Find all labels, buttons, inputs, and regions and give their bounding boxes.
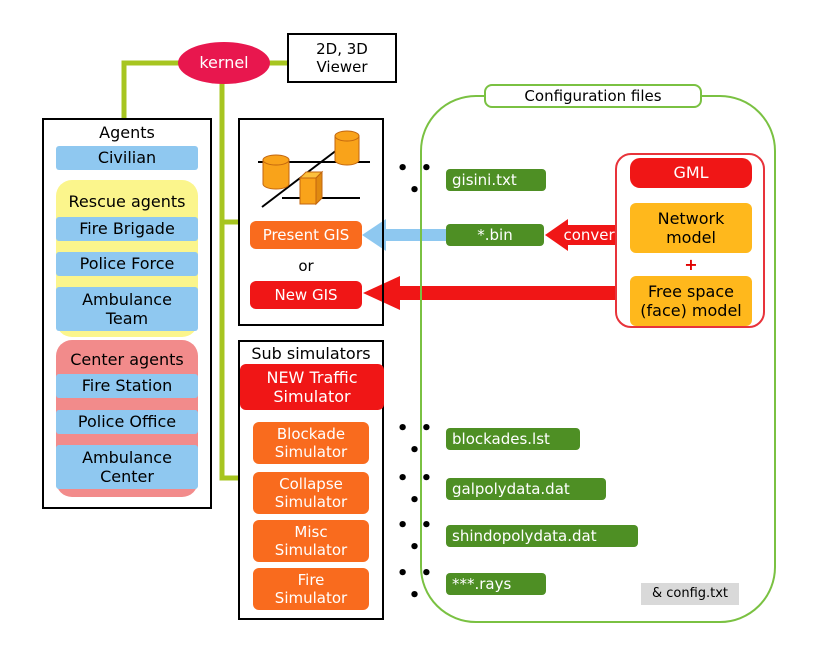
- file-gisini: gisini.txt: [446, 169, 546, 191]
- kernel-label: kernel: [199, 53, 249, 73]
- fire-station-box: Fire Station: [56, 374, 198, 398]
- gis-3d-illustration: [258, 130, 370, 208]
- viewer-line-1: 2D, 3D: [316, 40, 368, 58]
- new-traffic-line-2: Simulator: [273, 387, 351, 406]
- new-traffic-simulator-box: NEW Traffic Simulator: [240, 364, 384, 410]
- blockade-line-2: Simulator: [274, 443, 348, 461]
- collapse-line-2: Simulator: [274, 493, 348, 511]
- gml-to-newgis-arrow: [363, 276, 618, 310]
- new-traffic-line-1: NEW Traffic: [266, 367, 358, 387]
- misc-line-2: Simulator: [274, 541, 348, 559]
- bin-to-gis-arrow: [362, 219, 446, 251]
- kernel-node: kernel: [178, 42, 270, 84]
- present-gis-box: Present GIS: [250, 221, 362, 249]
- configuration-files-title: Configuration files: [484, 84, 702, 108]
- convert-label: convert: [563, 226, 621, 244]
- config-txt-note: & config.txt: [641, 583, 739, 605]
- fire-brigade-box: Fire Brigade: [56, 217, 198, 241]
- misc-line-1: Misc: [294, 523, 328, 541]
- ambulance-team-line-1: Ambulance: [82, 289, 172, 309]
- free-space-line-2: (face) model: [640, 301, 742, 320]
- viewer-box: 2D, 3D Viewer: [287, 33, 397, 83]
- free-space-model-box: Free space (face) model: [630, 276, 752, 326]
- file-blockades: blockades.lst: [446, 428, 580, 450]
- ambulance-center-line-2: Center: [100, 467, 154, 486]
- misc-simulator-box: Misc Simulator: [253, 520, 369, 562]
- blockade-simulator-box: Blockade Simulator: [253, 422, 369, 464]
- ambulance-center-box: Ambulance Center: [56, 445, 198, 489]
- free-space-line-1: Free space: [648, 281, 734, 301]
- file-bin: *.bin: [446, 224, 544, 246]
- network-model-line-2: model: [666, 228, 716, 247]
- blockade-line-1: Blockade: [276, 425, 346, 443]
- agents-title: Agents: [99, 123, 155, 143]
- civilian-box: Civilian: [56, 146, 198, 170]
- fire-sim-line-2: Simulator: [274, 589, 348, 607]
- viewer-line-2: Viewer: [316, 58, 368, 76]
- police-office-box: Police Office: [56, 410, 198, 434]
- collapse-line-1: Collapse: [279, 475, 343, 493]
- file-shindopolydata: shindopolydata.dat: [446, 525, 638, 547]
- new-gis-box: New GIS: [250, 281, 362, 309]
- ambulance-team-box: Ambulance Team: [56, 287, 198, 331]
- network-model-line-1: Network: [657, 208, 725, 228]
- collapse-simulator-box: Collapse Simulator: [253, 472, 369, 514]
- gml-header: GML: [630, 158, 752, 188]
- center-agents-title: Center agents: [70, 350, 184, 370]
- file-galpolydata: galpolydata.dat: [446, 478, 606, 500]
- fire-sim-line-1: Fire: [297, 571, 325, 589]
- kernel-to-subsim-line: [219, 80, 240, 481]
- ambulance-center-line-1: Ambulance: [82, 447, 172, 467]
- gis-panel: [238, 118, 384, 326]
- police-force-box: Police Force: [56, 252, 198, 276]
- convert-arrow: [545, 219, 630, 251]
- kernel-to-agents-line: [121, 60, 182, 118]
- gis-or-label: or: [298, 257, 314, 275]
- rescue-agents-title: Rescue agents: [68, 192, 186, 212]
- fire-simulator-box: Fire Simulator: [253, 568, 369, 610]
- gml-plus: +: [684, 255, 698, 275]
- network-model-box: Network model: [630, 203, 752, 253]
- ambulance-team-line-2: Team: [105, 309, 149, 328]
- sub-simulators-title: Sub simulators: [251, 344, 371, 364]
- file-rays: ***.rays: [446, 573, 546, 595]
